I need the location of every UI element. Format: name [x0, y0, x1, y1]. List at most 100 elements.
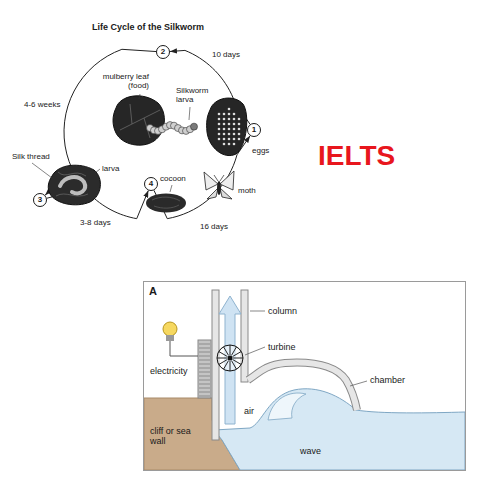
grille-bar [199, 348, 210, 349]
moth-wing [220, 171, 234, 190]
generator-grille [199, 344, 210, 396]
mulberry-leaf [113, 96, 164, 145]
stage-number-text: 3 [38, 196, 42, 204]
egg [228, 128, 231, 131]
cocoon [146, 194, 186, 213]
stage-number-text: 2 [161, 48, 165, 56]
silkworm-cycle-art [32, 94, 247, 213]
turbine-blade [233, 360, 242, 365]
egg [228, 138, 231, 141]
stage-number: 2 [156, 45, 170, 59]
stage-number: 1 [247, 123, 261, 137]
stage-number: 3 [33, 193, 47, 207]
column-wall [241, 290, 248, 382]
egg [228, 133, 231, 136]
turbine-blade [224, 361, 229, 370]
spinning-larva [60, 177, 85, 193]
egg [233, 143, 236, 146]
grille-bar [199, 368, 210, 369]
chamber-roof [248, 363, 357, 410]
leaf-vein [120, 104, 160, 138]
grille-bar [199, 372, 210, 373]
stage-number-text: 1 [252, 126, 256, 134]
turbine-blade [232, 347, 237, 356]
turbine-blades [217, 345, 243, 371]
title: Life Cycle of the Silkworm [92, 22, 204, 32]
turbine-blade [230, 345, 231, 355]
egg [218, 118, 221, 121]
wave-energy-art [144, 282, 466, 471]
egg [233, 138, 236, 141]
part-label: electricity [150, 366, 188, 376]
egg-leaf [207, 98, 247, 156]
egg [228, 113, 231, 116]
egg [233, 123, 236, 126]
eggs [218, 108, 241, 146]
egg [238, 118, 241, 121]
wire [170, 341, 198, 356]
cocoon-texture [152, 197, 180, 208]
egg [223, 123, 226, 126]
duration-label: 3-8 days [80, 218, 111, 227]
moth-body [217, 181, 221, 195]
egg [228, 108, 231, 111]
duration-label: 4-6 weeks [24, 100, 60, 109]
silkworm-larva [147, 122, 198, 135]
part-label: air [244, 406, 254, 416]
egg [223, 128, 226, 131]
egg [223, 138, 226, 141]
water [214, 389, 465, 470]
grille-bar [199, 344, 210, 345]
part-label: cliff or sea wall [150, 426, 198, 447]
grille-bar [199, 364, 210, 365]
egg [228, 143, 231, 146]
part-label: chamber [370, 375, 405, 385]
turbine-blade [233, 358, 243, 359]
grille-bar [199, 360, 210, 361]
larva-segment [191, 123, 198, 130]
egg [238, 133, 241, 136]
egg [223, 143, 226, 146]
part-label: Silk thread [12, 152, 50, 161]
turbine-blade [219, 352, 228, 357]
part-label: eggs [252, 146, 269, 155]
turbine-blade [233, 352, 242, 357]
grille-bar [199, 380, 210, 381]
moth-wing [220, 188, 232, 199]
grille-bar [199, 376, 210, 377]
moth-wing [207, 188, 218, 199]
leader-line [245, 311, 367, 386]
egg [218, 123, 221, 126]
part-label: mulberry leaf (food) [95, 72, 149, 90]
light-bulb [163, 322, 177, 336]
moth [204, 171, 234, 199]
turbine-blade [217, 358, 227, 359]
moth-wing [204, 172, 218, 190]
silk-mass [48, 165, 100, 205]
grille-bar [199, 384, 210, 385]
egg [218, 133, 221, 136]
panel-ground [144, 282, 466, 471]
part-label: Silkworm larva [176, 86, 216, 104]
part-label: wave [300, 446, 321, 456]
egg [238, 138, 241, 141]
part-label: cocoon [160, 174, 186, 183]
egg [233, 133, 236, 136]
bulb-base [166, 335, 174, 341]
watermark: IELTS [318, 140, 395, 172]
part-label: larva [102, 164, 119, 173]
grille-bar [199, 356, 210, 357]
egg [218, 138, 221, 141]
grille-bar [199, 396, 210, 397]
panel-letter: A [149, 285, 157, 298]
egg [228, 123, 231, 126]
egg [223, 113, 226, 116]
egg [228, 118, 231, 121]
chamber-roof [248, 363, 357, 410]
grille-bar [199, 388, 210, 389]
turbine-blade [219, 360, 228, 365]
wave-curl [268, 393, 306, 420]
grille-bar [199, 392, 210, 393]
turbine-blade [230, 361, 231, 371]
